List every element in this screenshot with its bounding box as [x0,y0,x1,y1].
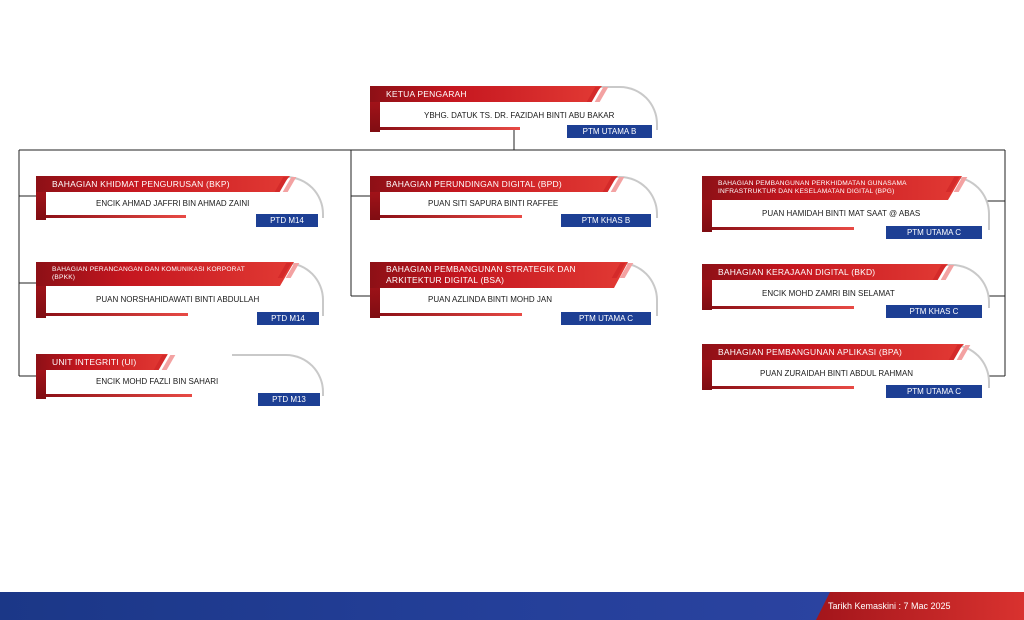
chairman-grade: PTM UTAMA B [567,125,652,138]
division-grade: PTM KHAS C [886,305,982,318]
division-card-bkp: BAHAGIAN KHIDMAT PENGURUSAN (BKP) ENCIK … [36,176,324,228]
division-head-name: PUAN NORSHAHIDAWATI BINTI ABDULLAH [96,295,260,304]
chairman-card: KETUA PENGARAH YBHG. DATUK TS. DR. FAZID… [370,86,658,140]
footer-blue-band [0,592,830,620]
division-card-bkd: BAHAGIAN KERAJAAN DIGITAL (BKD) ENCIK MO… [702,264,990,320]
division-title: UNIT INTEGRITI (UI) [36,354,168,370]
division-head-name: ENCIK MOHD FAZLI BIN SAHARI [96,377,219,386]
division-card-ui: UNIT INTEGRITI (UI) ENCIK MOHD FAZLI BIN… [36,354,324,408]
division-head-name: PUAN ZURAIDAH BINTI ABDUL RAHMAN [760,369,914,378]
division-grade: PTM UTAMA C [886,226,982,239]
division-head-name: PUAN HAMIDAH BINTI MAT SAAT @ ABAS [762,209,921,218]
division-title: BAHAGIAN PERANCANGAN DAN KOMUNIKASI KORP… [36,262,294,286]
chairman-title: KETUA PENGARAH [370,86,602,102]
division-head-name: ENCIK MOHD ZAMRI BIN SELAMAT [762,289,895,298]
division-title: BAHAGIAN PEMBANGUNAN PERKHIDMATAN GUNASA… [702,176,962,200]
division-title: BAHAGIAN PERUNDINGAN DIGITAL (BPD) [370,176,618,192]
division-card-bpg: BAHAGIAN PEMBANGUNAN PERKHIDMATAN GUNASA… [702,176,990,240]
division-head-name: ENCIK AHMAD JAFFRI BIN AHMAD ZAINI [96,199,250,208]
division-grade: PTM UTAMA C [886,385,982,398]
footer-bar: Tarikh Kemaskini : 7 Mac 2025 [0,592,1024,620]
division-grade: PTM KHAS B [561,214,651,227]
division-grade: PTD M14 [256,214,318,227]
division-card-bpa: BAHAGIAN PEMBANGUNAN APLIKASI (BPA) PUAN… [702,344,990,400]
division-title: BAHAGIAN PEMBANGUNAN STRATEGIK DAN ARKIT… [370,262,628,288]
division-head-name: PUAN SITI SAPURA BINTI RAFFEE [428,199,559,208]
division-card-bsa: BAHAGIAN PEMBANGUNAN STRATEGIK DAN ARKIT… [370,262,658,326]
division-grade: PTD M14 [257,312,319,325]
division-head-name: PUAN AZLINDA BINTI MOHD JAN [428,295,553,304]
chairman-name: YBHG. DATUK TS. DR. FAZIDAH BINTI ABU BA… [424,111,615,120]
division-title: BAHAGIAN KERAJAAN DIGITAL (BKD) [702,264,948,280]
division-grade: PTD M13 [258,393,320,406]
division-grade: PTM UTAMA C [561,312,651,325]
division-title: BAHAGIAN KHIDMAT PENGURUSAN (BKP) [36,176,290,192]
last-updated-date: Tarikh Kemaskini : 7 Mac 2025 [828,601,951,611]
division-card-bpd: BAHAGIAN PERUNDINGAN DIGITAL (BPD) PUAN … [370,176,658,228]
division-title: BAHAGIAN PEMBANGUNAN APLIKASI (BPA) [702,344,964,360]
division-card-bpkk: BAHAGIAN PERANCANGAN DAN KOMUNIKASI KORP… [36,262,324,326]
footer-red-band [816,592,1024,620]
